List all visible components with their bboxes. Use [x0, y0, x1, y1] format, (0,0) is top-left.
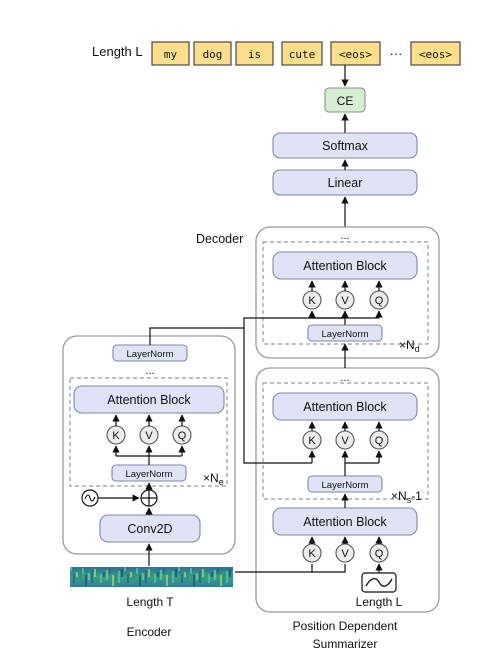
decoder-label: Decoder: [196, 232, 243, 246]
summarizer-k-label-lower: K: [308, 548, 316, 560]
encoder-v-label: V: [145, 430, 153, 442]
conv2d-block: [99, 514, 201, 543]
summarizer-attention-block-upper: [272, 392, 418, 421]
summarizer-v-label-upper: V: [341, 435, 349, 447]
summarizer-length-l: Length L: [356, 595, 403, 609]
token-ellipsis: ···: [390, 46, 403, 61]
encoder-repeat-label: ×Ne: [203, 471, 224, 487]
encoder-final-layernorm-label: LayerNorm: [127, 349, 174, 360]
encoder-q-label: Q: [178, 430, 187, 442]
summarizer-k-label-upper: K: [308, 435, 316, 447]
sinusoid-curve: [84, 494, 96, 502]
token-dog: dog: [203, 48, 223, 61]
token-box: [151, 41, 190, 66]
spectrogram-to-summarizer-connection: [235, 564, 346, 573]
summarizer-dots: ...: [340, 372, 349, 384]
decoder-dots: ...: [340, 230, 349, 242]
spectrogram-image: [70, 567, 233, 587]
encoder-k-label: K: [112, 430, 120, 442]
decoder-attention-label: Attention Block: [303, 259, 387, 273]
encoder-dots: ...: [145, 365, 154, 377]
token-my: my: [164, 48, 178, 61]
summarizer-layernorm-label: LayerNorm: [322, 480, 369, 491]
decoder-q-label: Q: [375, 295, 384, 307]
encoder-layernorm-label: LayerNorm: [126, 469, 173, 480]
add-node-plus: [141, 490, 157, 506]
token-cute: cute: [289, 48, 316, 61]
token-box: [330, 41, 381, 66]
token-eos: <eos>: [339, 48, 372, 61]
token-box: [281, 41, 323, 66]
token-box: [193, 41, 232, 66]
encoder-label: Encoder: [127, 625, 172, 639]
summarizer-repeat-region: [262, 382, 429, 500]
encoder-to-summarizer-upper-connection: [243, 328, 312, 464]
decoder-attention-block: [272, 251, 418, 280]
decoder-repeat-label: ×Nd: [399, 338, 420, 354]
summarizer-q-label-upper: Q: [375, 435, 384, 447]
ce-block: [324, 87, 366, 113]
softmax-label: Softmax: [322, 139, 369, 153]
encoder-attention-label: Attention Block: [107, 393, 191, 407]
token-eos-last: <eos>: [419, 48, 452, 61]
summarizer-attention-label-lower: Attention Block: [303, 515, 387, 529]
decoder-layernorm-label: LayerNorm: [322, 329, 369, 340]
decoder-v-label: V: [341, 295, 349, 307]
token-is: is: [248, 48, 261, 61]
decoder-k-label: K: [308, 295, 316, 307]
summarizer-v-label-lower: V: [341, 548, 349, 560]
output-sequence: Length L my dog is cute <eos> ··· <eos>: [92, 41, 461, 66]
linear-label: Linear: [328, 176, 363, 190]
conv2d-label: Conv2D: [127, 522, 172, 536]
token-box: [235, 41, 274, 66]
positional-wave-curve: [365, 578, 393, 587]
token-box: [410, 41, 461, 66]
decoder-repeat-region: [262, 241, 429, 345]
encoder-attention-block: [73, 385, 225, 414]
output-length-label: Length L: [92, 44, 143, 59]
summarizer-label-line2: Summarizer: [313, 637, 378, 651]
summarizer-repeat-label: ×Ns-1: [391, 489, 422, 505]
summarizer-q-label-lower: Q: [375, 548, 384, 560]
summarizer-attention-label-upper: Attention Block: [303, 400, 387, 414]
summarizer-label-line1: Position Dependent: [293, 619, 398, 633]
encoder-length-t: Length T: [126, 595, 174, 609]
ce-label: CE: [337, 94, 354, 108]
